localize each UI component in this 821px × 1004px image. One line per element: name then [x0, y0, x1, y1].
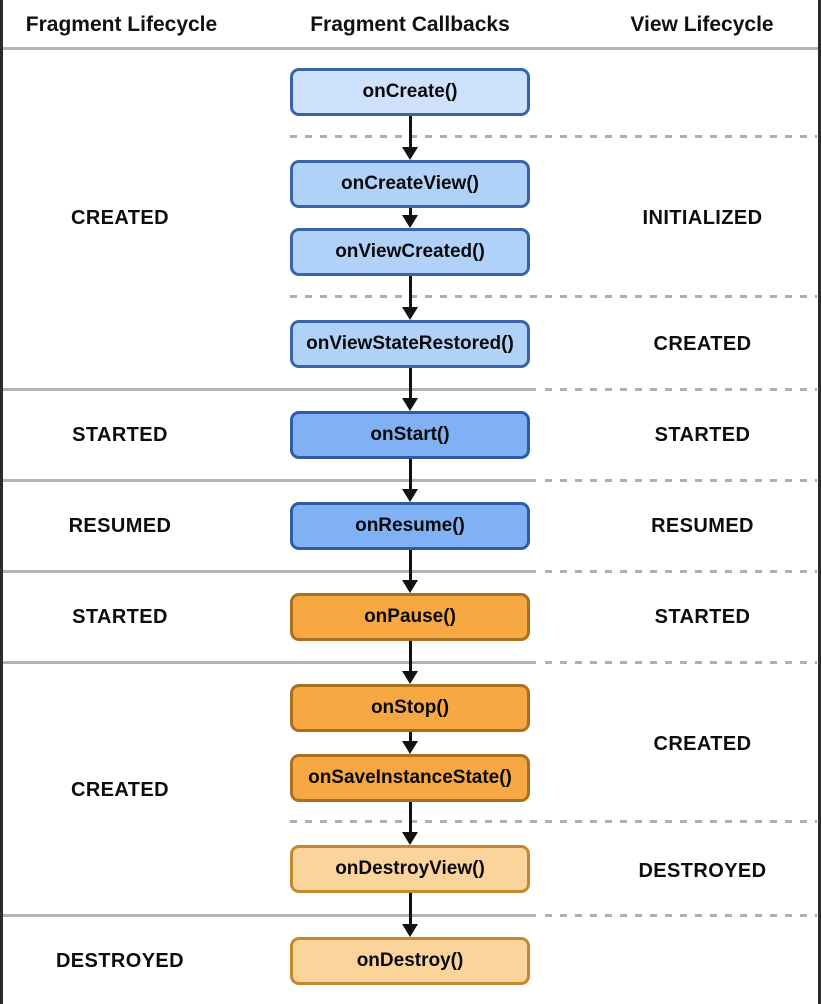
callback-box-ondestroyview: onDestroyView() — [290, 845, 530, 893]
view-state-divider-dashed — [290, 135, 817, 138]
callback-box-onresume: onResume() — [290, 502, 530, 550]
screenshot-left-edge — [0, 0, 3, 1004]
header-view-lifecycle: View Lifecycle — [630, 13, 774, 36]
down-arrow-icon — [402, 641, 418, 684]
callback-box-oncreateview: onCreateView() — [290, 160, 530, 208]
fragment-state-label: CREATED — [71, 779, 169, 801]
view-state-divider-dashed — [545, 914, 817, 917]
fragment-state-divider-solid — [3, 479, 536, 482]
view-state-label: CREATED — [653, 333, 752, 355]
callback-box-onsaveinstancestate: onSaveInstanceState() — [290, 754, 530, 802]
callback-box-onstop: onStop() — [290, 684, 530, 732]
view-state-divider-dashed — [290, 295, 817, 298]
down-arrow-icon — [402, 116, 418, 160]
view-state-label: DESTROYED — [638, 860, 767, 882]
down-arrow-icon — [402, 208, 418, 228]
callback-box-onviewcreated: onViewCreated() — [290, 228, 530, 276]
fragment-state-label: STARTED — [72, 606, 168, 628]
fragment-state-divider-solid — [3, 570, 536, 573]
fragment-state-label: DESTROYED — [55, 950, 185, 972]
down-arrow-icon — [402, 893, 418, 937]
view-state-label: INITIALIZED — [642, 207, 763, 229]
down-arrow-icon — [402, 276, 418, 320]
fragment-state-label: CREATED — [71, 207, 169, 229]
down-arrow-icon — [402, 368, 418, 411]
down-arrow-icon — [402, 732, 418, 754]
down-arrow-icon — [402, 802, 418, 845]
view-state-label: STARTED — [654, 606, 751, 628]
callback-box-onpause: onPause() — [290, 593, 530, 641]
header-fragment-callbacks: Fragment Callbacks — [310, 13, 510, 36]
fragment-state-label: RESUMED — [68, 515, 172, 537]
screenshot-right-edge — [818, 0, 821, 1004]
view-state-label: RESUMED — [651, 515, 754, 537]
view-state-label: STARTED — [654, 424, 751, 446]
fragment-state-divider-solid — [3, 914, 536, 917]
view-state-label: CREATED — [653, 733, 752, 755]
down-arrow-icon — [402, 550, 418, 593]
down-arrow-icon — [402, 459, 418, 502]
header-fragment-lifecycle: Fragment Lifecycle — [25, 13, 218, 36]
fragment-state-label: STARTED — [72, 424, 168, 446]
callback-box-onviewstaterestored: onViewStateRestored() — [290, 320, 530, 368]
view-state-divider-dashed — [545, 479, 817, 482]
view-state-divider-dashed — [545, 570, 817, 573]
view-state-divider-dashed — [545, 388, 817, 391]
header-divider-line — [3, 47, 818, 50]
callback-box-onstart: onStart() — [290, 411, 530, 459]
view-state-divider-dashed — [545, 661, 817, 664]
callback-box-ondestroy: onDestroy() — [290, 937, 530, 985]
fragment-state-divider-solid — [3, 388, 536, 391]
callback-box-oncreate: onCreate() — [290, 68, 530, 116]
fragment-state-divider-solid — [3, 661, 536, 664]
view-state-divider-dashed — [290, 820, 817, 823]
